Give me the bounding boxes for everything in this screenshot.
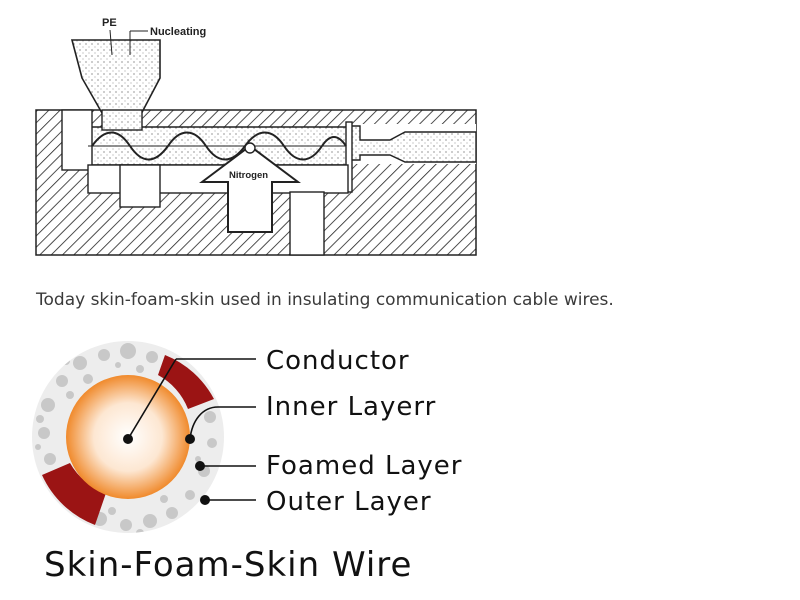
- extruder-diagram: PE Nucleating Nitrogen: [35, 17, 477, 256]
- label-conductor: Conductor: [266, 346, 410, 376]
- valve-stem: [345, 121, 353, 193]
- label-inner-layer: Inner Layerr: [266, 392, 436, 422]
- label-outer-layer: Outer Layer: [266, 487, 432, 517]
- wire-title: Skin-Foam-Skin Wire: [44, 545, 413, 585]
- label-nucleating: Nucleating: [150, 26, 206, 38]
- nitrogen-arrow-icon: [199, 144, 301, 233]
- label-pe: PE: [102, 17, 117, 29]
- outer-skin-bottom: [42, 463, 106, 525]
- wire-cross-section: Conductor Inner Layerr Foamed Layer Oute…: [32, 341, 462, 533]
- screw-flight: [91, 131, 347, 161]
- label-foamed-layer: Foamed Layer: [266, 451, 462, 481]
- nozzle: [349, 125, 477, 163]
- caption-text: Today skin-foam-skin used in insulating …: [36, 290, 614, 310]
- label-nitrogen: Nitrogen: [229, 170, 268, 181]
- hopper: [70, 39, 161, 121]
- outer-skin-top: [158, 355, 214, 409]
